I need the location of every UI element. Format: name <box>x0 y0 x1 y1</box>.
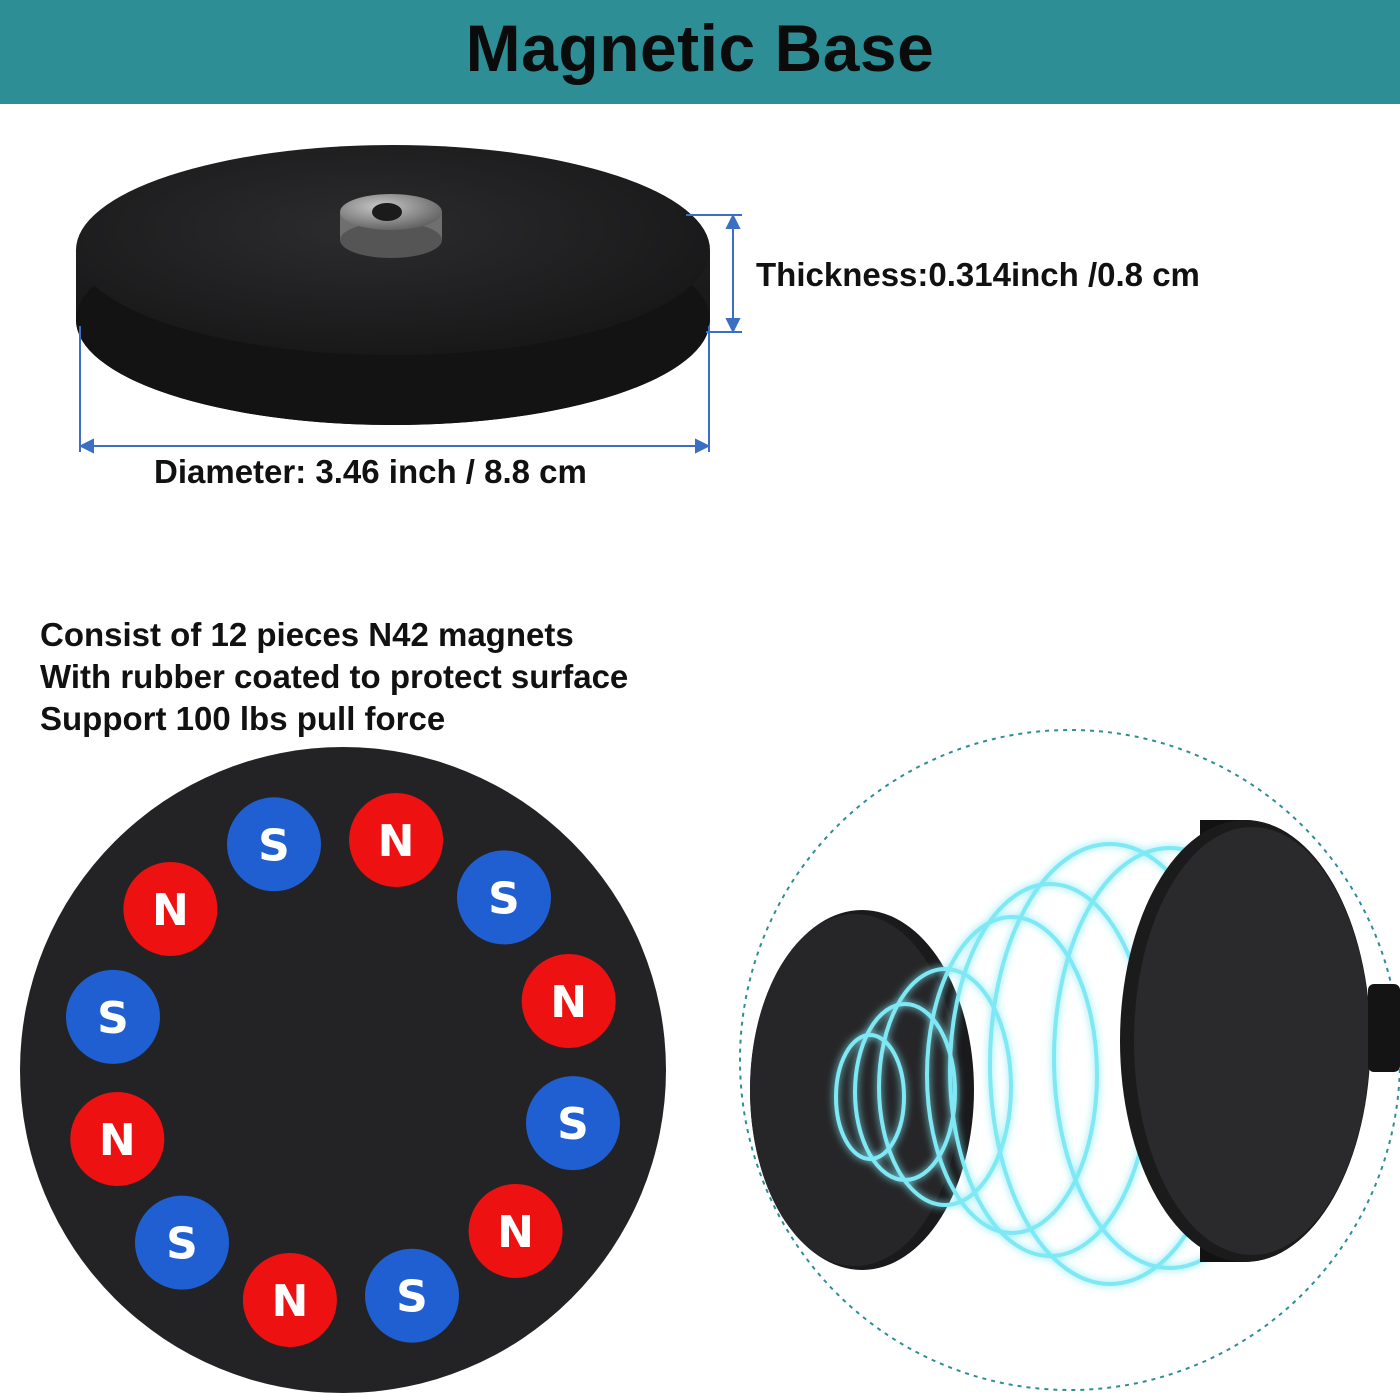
pole-letter: N <box>152 885 189 936</box>
thickness-label: Thickness:0.314inch /0.8 cm <box>756 256 1200 293</box>
diameter-dimension-line <box>78 326 711 454</box>
feature-line: Support 100 lbs pull force <box>40 700 446 737</box>
pole-letter: N <box>99 1115 136 1166</box>
pole-letter: S <box>97 993 129 1044</box>
field-outline-circle <box>739 729 1400 1391</box>
north-pole-magnet: N <box>521 954 616 1048</box>
magnet-pole-ring: S N S N S N S N S N S N <box>66 793 620 1347</box>
feature-list: Consist of 12 pieces N42 magnets With ru… <box>40 614 628 740</box>
south-pole-magnet: S <box>135 1195 229 1290</box>
pole-letter: S <box>557 1099 589 1150</box>
thickness-dimension-line <box>686 213 742 334</box>
pole-letter: N <box>271 1276 308 1327</box>
large-disc <box>1120 820 1400 1262</box>
small-disc <box>750 910 974 1270</box>
pole-letter: N <box>550 977 587 1028</box>
pole-letter: N <box>378 816 415 867</box>
magnetic-field-illustration <box>739 729 1400 1391</box>
pole-letter: S <box>258 820 290 871</box>
threaded-insert <box>340 194 442 258</box>
south-pole-magnet: S <box>66 969 160 1064</box>
pole-letter: S <box>166 1219 198 1270</box>
feature-line: With rubber coated to protect surface <box>40 658 629 695</box>
north-pole-magnet: N <box>70 1092 165 1186</box>
south-pole-magnet: S <box>227 797 321 892</box>
south-pole-magnet: S <box>526 1076 620 1171</box>
north-pole-magnet: N <box>242 1253 337 1347</box>
mount-stud <box>1368 984 1400 1072</box>
south-pole-magnet: S <box>365 1248 459 1343</box>
diameter-label: Diameter: 3.46 inch / 8.8 cm <box>154 453 587 490</box>
page-title: Magnetic Base <box>465 11 935 85</box>
pole-letter: N <box>497 1207 534 1258</box>
feature-line: Consist of 12 pieces N42 magnets <box>40 616 574 653</box>
pole-letter: S <box>488 873 520 924</box>
magnetic-base-disc <box>76 145 710 425</box>
pole-letter: S <box>396 1272 428 1323</box>
north-pole-magnet: N <box>349 793 444 887</box>
magnet-ring-disc <box>20 747 666 1393</box>
header-banner-title-wrap: Magnetic Base <box>0 0 1400 104</box>
south-pole-magnet: S <box>457 850 551 945</box>
north-pole-magnet: N <box>468 1184 563 1278</box>
north-pole-magnet: N <box>123 862 218 956</box>
